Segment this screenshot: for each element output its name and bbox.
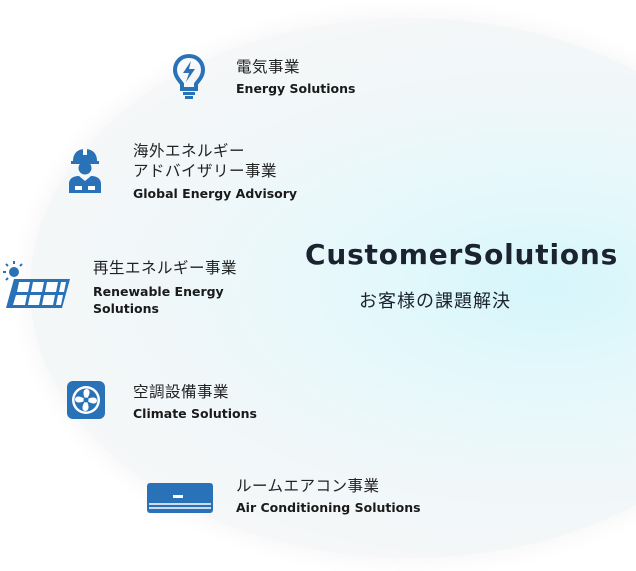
service-renewable-title: 再生エネルギー事業 xyxy=(93,259,238,277)
service-electric-title: 電気事業 xyxy=(236,58,301,76)
fan-icon xyxy=(66,380,106,424)
service-climate-subtitle: Climate Solutions xyxy=(133,406,257,421)
service-renewable-subtitle-line2: Solutions xyxy=(93,301,159,316)
lightbulb-bolt-icon xyxy=(172,53,206,105)
service-global-subtitle: Global Energy Advisory xyxy=(133,186,298,201)
service-renewable-subtitle-line1: Renewable Energy xyxy=(93,284,224,299)
solar-panel-icon xyxy=(0,259,72,317)
center-title: CustomerSolutions xyxy=(305,238,619,271)
service-aircon-title: ルームエアコン事業 xyxy=(236,477,380,495)
background-ellipse xyxy=(30,18,636,558)
service-global-title-line1: 海外エネルギー xyxy=(133,142,246,160)
worker-helmet-icon xyxy=(66,146,104,198)
service-aircon-subtitle: Air Conditioning Solutions xyxy=(236,500,421,515)
center-subtitle: お客様の課題解決 xyxy=(359,291,511,312)
service-electric-subtitle: Energy Solutions xyxy=(236,81,356,96)
service-climate-title: 空調設備事業 xyxy=(133,383,230,401)
air-conditioner-icon xyxy=(146,481,214,519)
service-global-title-line2: アドバイザリー事業 xyxy=(133,162,278,180)
